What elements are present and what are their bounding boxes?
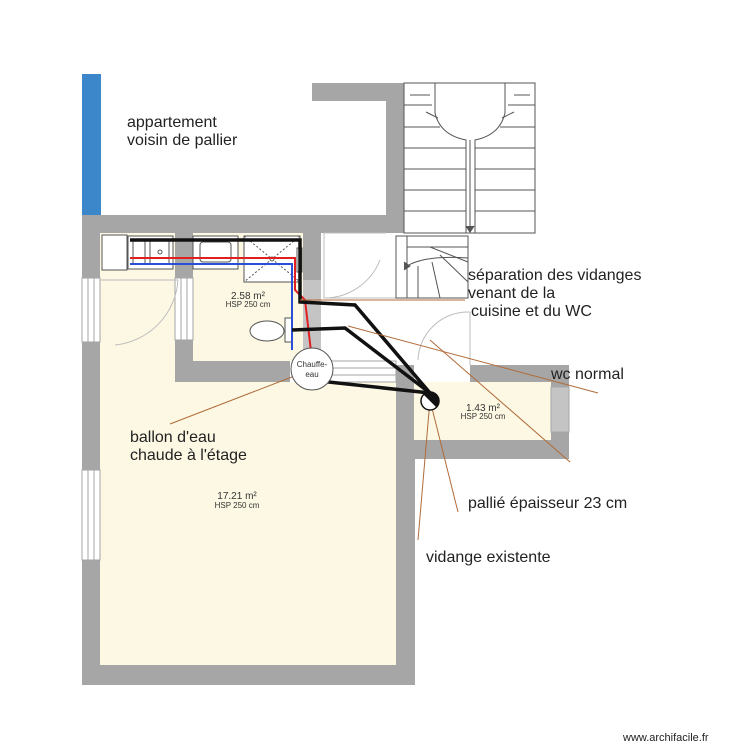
toilet [249, 320, 285, 342]
water-heater-label-line1: Chauffe- [297, 360, 328, 369]
stair-landing [395, 235, 469, 299]
water-heater: Chauffe- eau [290, 347, 334, 391]
ballon-label-line1: ballon d'eau [130, 429, 216, 446]
wc-left-wall [396, 365, 414, 457]
heater-drain [309, 378, 431, 395]
wc-top-wall [470, 365, 569, 382]
bottom-wall [82, 665, 415, 685]
ballon-label-line2: chaude à l'étage [130, 447, 247, 464]
cold-water-pipe [130, 263, 293, 350]
watermark: www.archifacile.fr [622, 732, 709, 744]
wc-normal-label: wc normal [550, 366, 624, 383]
window-bathroom [174, 277, 194, 341]
doors [100, 232, 471, 365]
fridge [101, 234, 128, 271]
bathroom-hsp: HSP 250 cm [226, 300, 271, 309]
neighbor-label-line2: voisin de pallier [127, 132, 238, 149]
blue-party-wall [82, 74, 101, 222]
hot-water-pipe [130, 257, 313, 361]
vidange-label: vidange existente [426, 549, 551, 566]
window-left-upper [81, 277, 101, 343]
room-labels: 2.58 m² HSP 250 cm 17.21 m² HSP 250 cm 1… [215, 291, 506, 510]
leader-lines [169, 299, 599, 541]
pallie-label: pallié épaisseur 23 cm [468, 495, 627, 512]
wc-hsp: HSP 250 cm [461, 412, 506, 421]
annotations: appartement voisin de pallier séparation… [127, 114, 641, 566]
windows [81, 277, 570, 561]
separation-label-line3: cuisine et du WC [471, 303, 592, 320]
staircase [403, 82, 536, 234]
wc-floor [414, 382, 551, 440]
separation-label-line1: séparation des vidanges [468, 267, 641, 284]
main-room-hsp: HSP 250 cm [215, 501, 260, 510]
bathroom-bottom-wall [175, 361, 290, 382]
water-heater-label-line2: eau [305, 370, 318, 379]
main-room-area: 17.21 m² [217, 491, 257, 502]
bathroom-right-wall [303, 215, 321, 280]
wc-bottom-wall [396, 440, 569, 459]
door-entrance [100, 279, 179, 346]
window-wc-right [550, 386, 570, 433]
wc-drain [291, 326, 432, 395]
landing-left-wall [386, 83, 404, 233]
wc-area: 1.43 m² [466, 403, 501, 414]
door-landing [323, 233, 381, 299]
main-room-floor-lower [100, 382, 396, 665]
landing-top-wall [312, 83, 404, 101]
top-wall [82, 215, 386, 233]
door-wc [417, 311, 471, 361]
window-left-lower [81, 469, 101, 561]
right-lower-wall [396, 440, 415, 685]
separation-label-line2: venant de la [468, 285, 555, 302]
neighbor-label-line1: appartement [127, 114, 217, 131]
drain-stack-icon [420, 391, 440, 411]
kitchen-sink [132, 239, 146, 265]
bathroom-area: 2.58 m² [231, 291, 266, 302]
